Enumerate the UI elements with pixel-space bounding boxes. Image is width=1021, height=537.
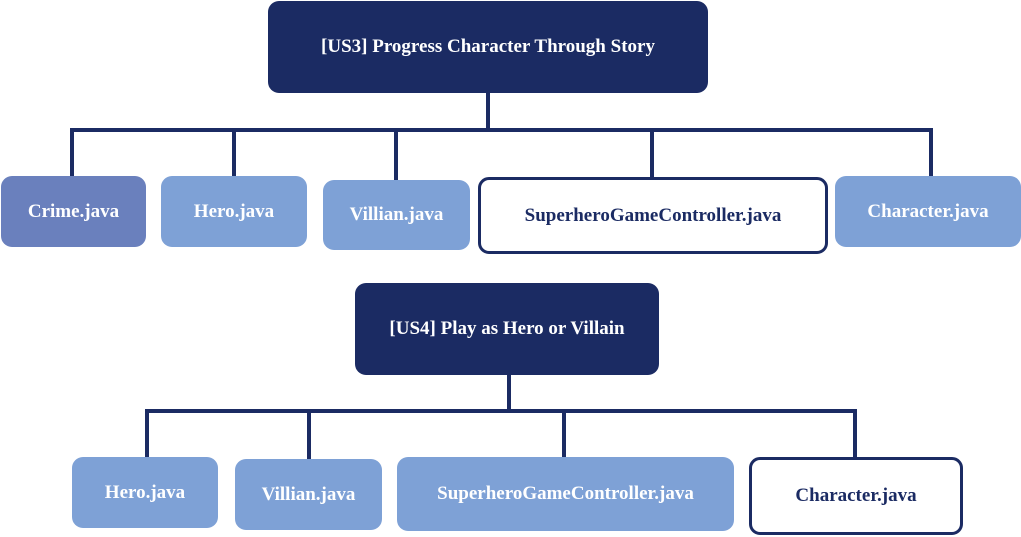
- connector-line: [394, 128, 398, 180]
- connector-line: [929, 128, 933, 176]
- connector-line: [853, 409, 857, 458]
- connector-line: [145, 409, 857, 413]
- connector-line: [650, 128, 654, 178]
- connector-line: [507, 374, 511, 412]
- root-node-us3: [US3] Progress Character Through Story: [268, 1, 708, 93]
- root-node-us4: [US4] Play as Hero or Villain: [355, 283, 659, 375]
- connector-line: [232, 128, 236, 176]
- node-crime-java: Crime.java: [1, 176, 146, 247]
- node-villian-java: Villian.java: [323, 180, 470, 250]
- connector-line: [486, 92, 490, 130]
- node-superherogamecontroller-java: SuperheroGameController.java: [397, 457, 734, 531]
- node-hero-java: Hero.java: [72, 457, 218, 528]
- connector-line: [70, 128, 74, 176]
- connector-line: [562, 409, 566, 457]
- node-character-java: Character.java: [835, 176, 1021, 247]
- node-villian-java: Villian.java: [235, 459, 382, 530]
- node-character-java: Character.java: [749, 457, 963, 535]
- connector-line: [70, 128, 933, 132]
- connector-line: [307, 409, 311, 459]
- node-hero-java: Hero.java: [161, 176, 307, 247]
- node-superherogamecontroller-java: SuperheroGameController.java: [478, 177, 828, 254]
- connector-line: [145, 409, 149, 457]
